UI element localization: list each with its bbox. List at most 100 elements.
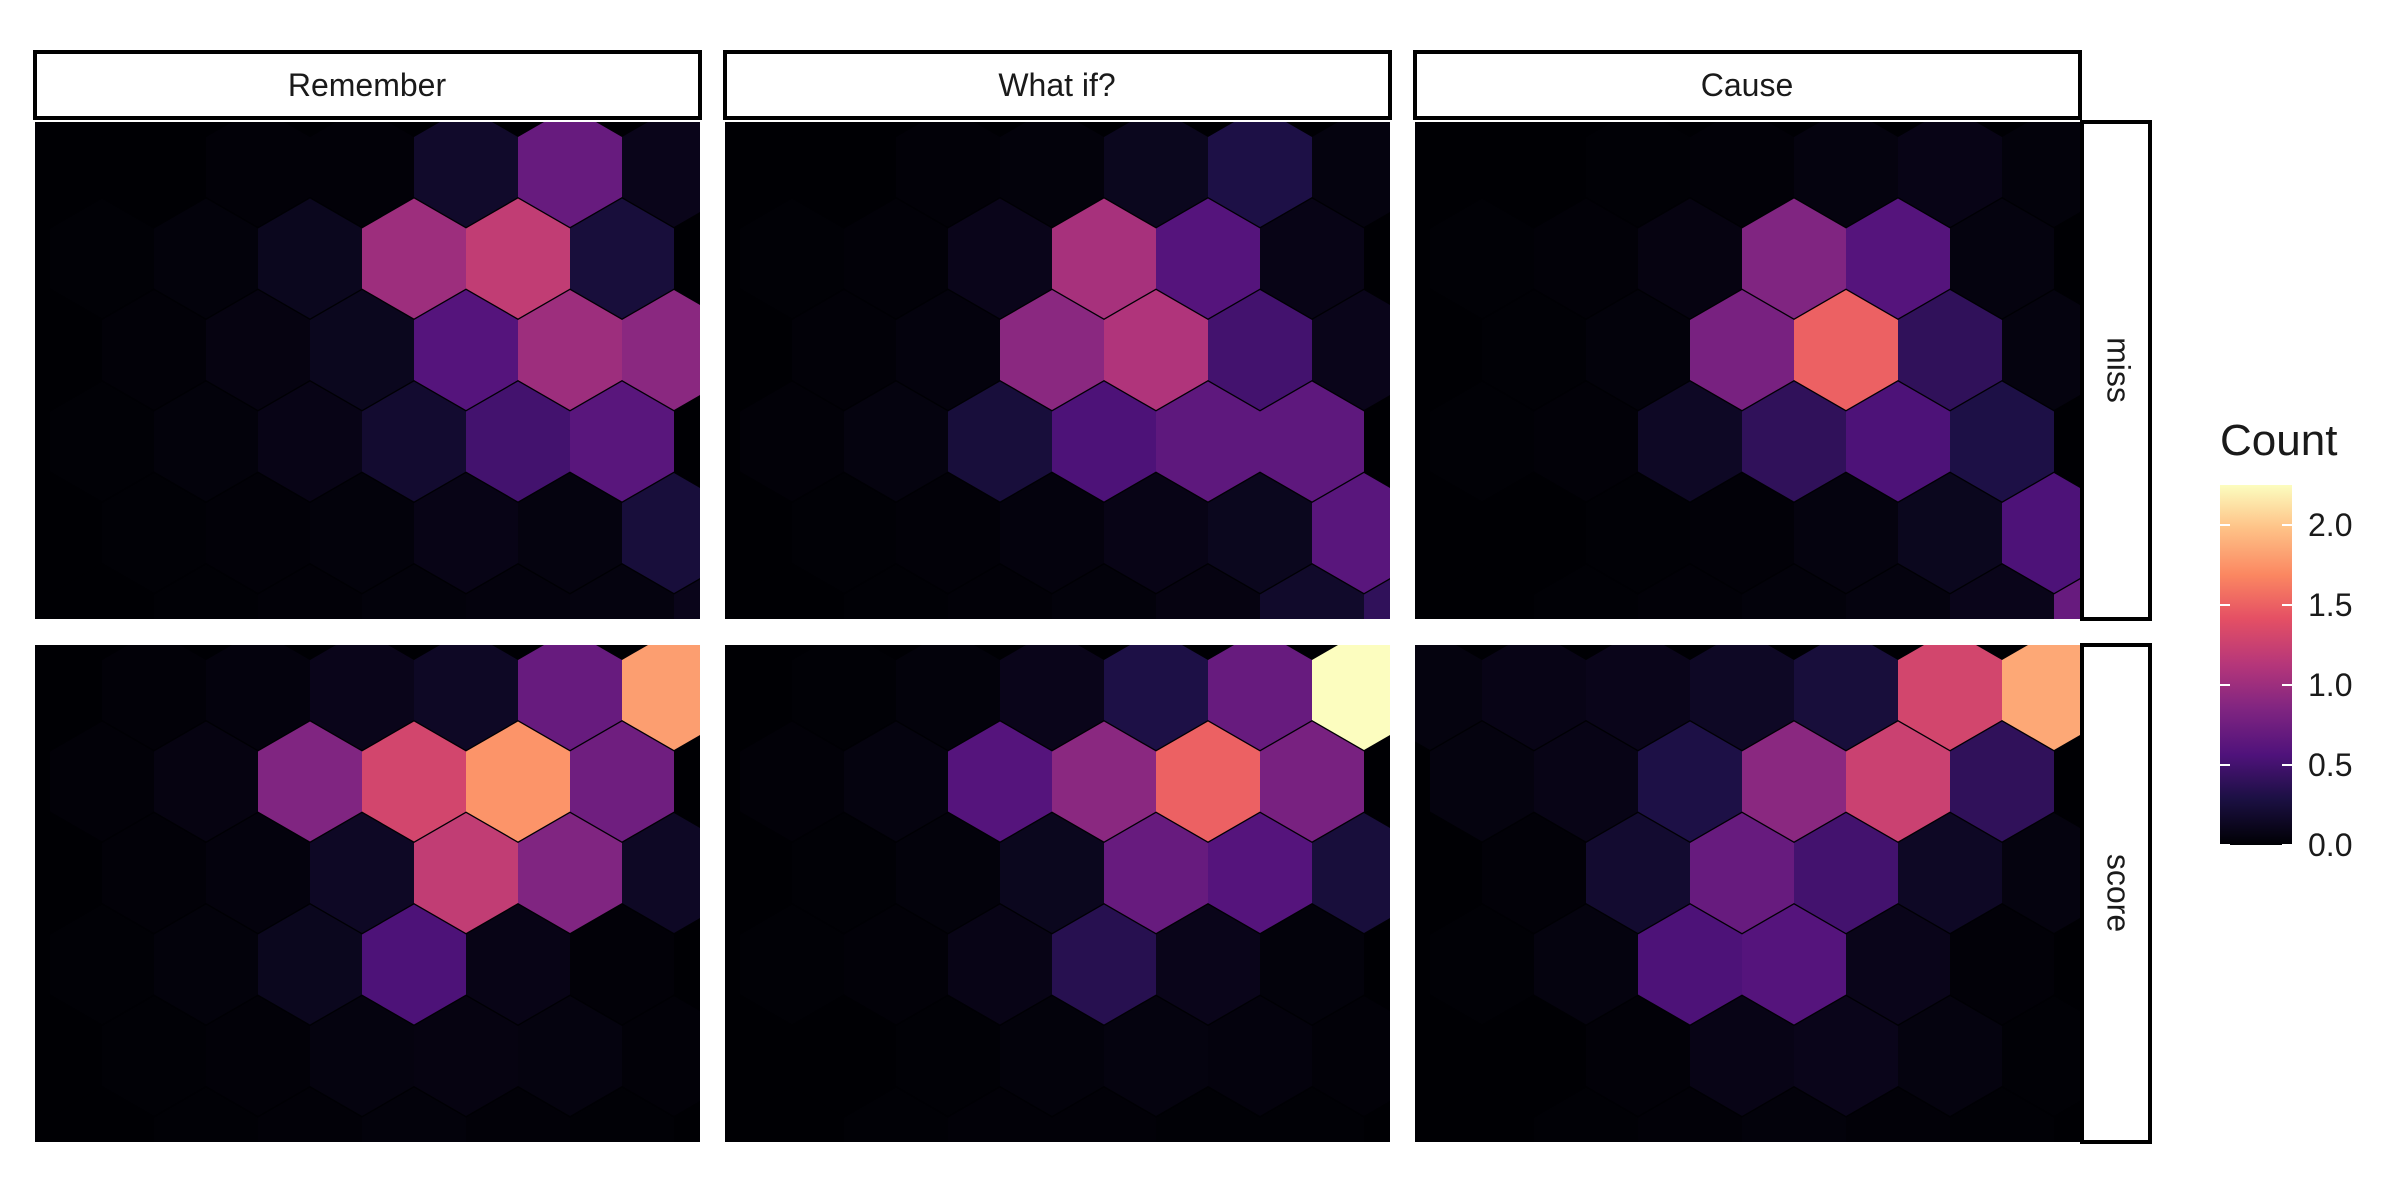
hex-cell bbox=[570, 564, 674, 619]
hex-cell bbox=[1052, 564, 1156, 619]
hex-cell bbox=[1638, 1087, 1742, 1142]
legend-ticks: 0.00.51.01.52.0 bbox=[2220, 507, 2352, 863]
panel-cause-score bbox=[1415, 645, 2080, 1142]
hex-cell bbox=[310, 996, 414, 1116]
hex-cell bbox=[1638, 904, 1742, 1025]
hex-cell bbox=[1000, 813, 1104, 933]
column-strip-label: What if? bbox=[998, 67, 1115, 103]
hex-cell bbox=[102, 473, 206, 593]
hex-cell bbox=[1415, 813, 1482, 933]
hex-cell bbox=[844, 381, 948, 502]
hex-cell bbox=[414, 996, 518, 1116]
hex-cell bbox=[1534, 564, 1638, 619]
hex-cell bbox=[1156, 1087, 1260, 1142]
hex-cell bbox=[1586, 996, 1690, 1116]
hex-cell bbox=[1846, 198, 1950, 319]
hex-cell bbox=[1846, 1087, 1950, 1142]
hex-cell bbox=[154, 381, 258, 502]
hex-cell bbox=[1898, 290, 2002, 410]
hex-cell bbox=[1312, 290, 1390, 410]
hex-cell bbox=[1950, 198, 2054, 319]
hex-cell bbox=[1052, 721, 1156, 842]
legend-tick-label: 2.0 bbox=[2308, 507, 2352, 543]
hex-cell bbox=[1534, 904, 1638, 1025]
hex-cell bbox=[1794, 645, 1898, 750]
hex-cell bbox=[725, 585, 740, 619]
hex-cell bbox=[206, 645, 310, 750]
panel-remember-miss bbox=[35, 122, 700, 619]
hex-cell bbox=[1430, 904, 1534, 1025]
hex-cell bbox=[1638, 381, 1742, 502]
hex-cell bbox=[1430, 1087, 1534, 1142]
hex-cell bbox=[258, 1087, 362, 1142]
hex-cell bbox=[362, 198, 466, 319]
hex-cell bbox=[310, 645, 414, 750]
hex-cell bbox=[1415, 925, 1430, 1004]
hex-cell bbox=[844, 198, 948, 319]
hex-cell bbox=[1156, 564, 1260, 619]
hex-cell bbox=[1364, 919, 1390, 1010]
hex-cell bbox=[35, 122, 102, 227]
hex-cell bbox=[362, 381, 466, 502]
hex-cell bbox=[2002, 290, 2080, 410]
hex-cell bbox=[1742, 1087, 1846, 1142]
panel-what-if-miss bbox=[725, 122, 1390, 619]
hex-cell bbox=[725, 813, 792, 933]
hex-cell bbox=[1000, 996, 1104, 1116]
hex-cell bbox=[102, 813, 206, 933]
panel-cause-miss bbox=[1415, 122, 2080, 619]
hex-cell bbox=[1104, 290, 1208, 410]
hex-cell bbox=[1690, 473, 1794, 593]
hex-cell bbox=[622, 290, 700, 410]
hex-cell bbox=[1000, 473, 1104, 593]
hex-cell bbox=[1208, 645, 1312, 750]
panel-remember-score bbox=[35, 645, 700, 1142]
hex-cell bbox=[896, 290, 1000, 410]
hex-cell bbox=[206, 996, 310, 1116]
hex-cell bbox=[1690, 813, 1794, 933]
hex-cell bbox=[206, 813, 310, 933]
hex-cell bbox=[50, 381, 154, 502]
hex-cell bbox=[1312, 996, 1390, 1116]
hex-cell bbox=[896, 473, 1000, 593]
hex-cell bbox=[1898, 122, 2002, 227]
hex-cell bbox=[35, 473, 102, 593]
hex-cell bbox=[258, 198, 362, 319]
hex-cell bbox=[466, 198, 570, 319]
hex-cell bbox=[1742, 198, 1846, 319]
hex-cell bbox=[844, 1087, 948, 1142]
hex-cell bbox=[674, 396, 700, 487]
hex-cell bbox=[154, 721, 258, 842]
hex-cell bbox=[1312, 473, 1390, 593]
hex-cell bbox=[206, 290, 310, 410]
hex-cell bbox=[1534, 381, 1638, 502]
hex-cell bbox=[1415, 219, 1430, 298]
hex-cell bbox=[725, 996, 792, 1116]
hex-cell bbox=[50, 904, 154, 1025]
hex-cell bbox=[1586, 290, 1690, 410]
hex-cell bbox=[1415, 742, 1430, 821]
row-strip-label: score bbox=[2101, 854, 2137, 932]
hex-cell bbox=[740, 381, 844, 502]
hex-cell bbox=[1000, 122, 1104, 227]
hex-cell bbox=[740, 1087, 844, 1142]
hex-cell bbox=[725, 645, 792, 750]
hex-cell bbox=[1950, 1087, 2054, 1142]
hex-cells bbox=[35, 645, 700, 1142]
hex-cell bbox=[622, 996, 700, 1116]
hex-cell bbox=[725, 290, 792, 410]
hex-cell bbox=[1364, 579, 1390, 619]
hex-cell bbox=[1742, 904, 1846, 1025]
hex-cell bbox=[2002, 813, 2080, 933]
hex-cell bbox=[1794, 290, 1898, 410]
hex-cell bbox=[674, 579, 700, 619]
hex-cell bbox=[674, 919, 700, 1010]
hex-cell bbox=[35, 996, 102, 1116]
hex-cell bbox=[35, 290, 102, 410]
hex-cell bbox=[1846, 904, 1950, 1025]
hex-cell bbox=[570, 381, 674, 502]
hex-cell bbox=[1415, 473, 1482, 593]
hex-cell bbox=[206, 473, 310, 593]
hex-cell bbox=[1898, 813, 2002, 933]
hex-cell bbox=[1482, 473, 1586, 593]
